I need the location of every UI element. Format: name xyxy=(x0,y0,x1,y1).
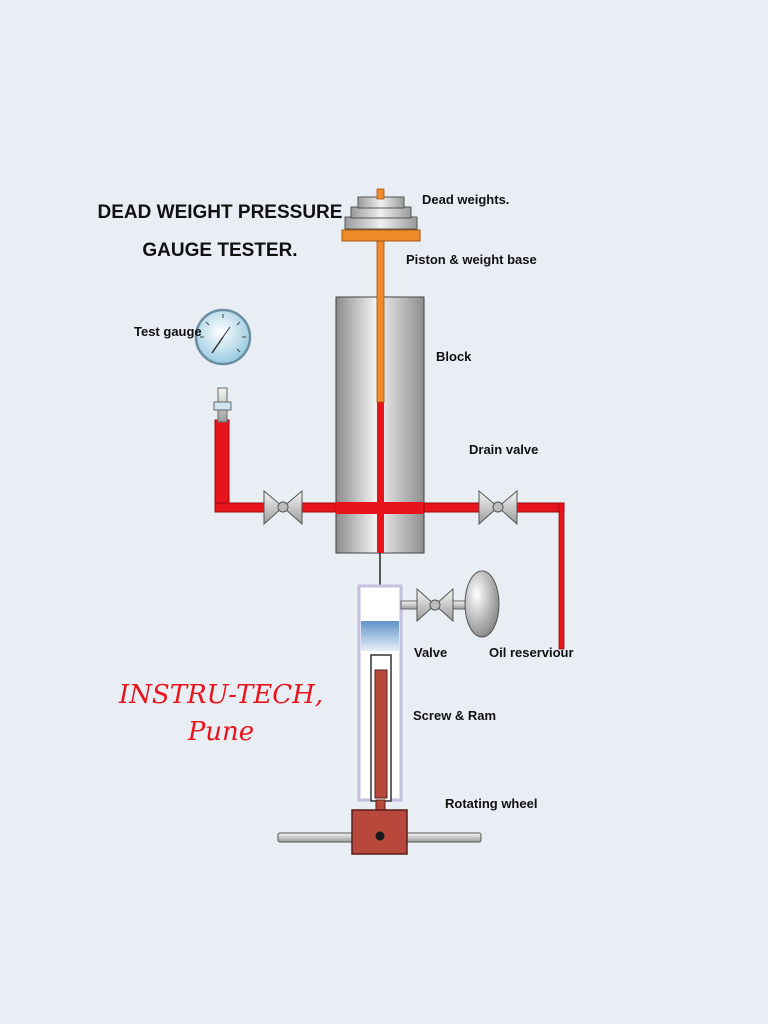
gauge-needle-icon xyxy=(211,336,224,354)
left-pipe xyxy=(214,419,341,513)
valve-icon xyxy=(416,587,454,623)
dead-weights xyxy=(344,188,418,230)
diagram-title-line-2: GAUGE TESTER. xyxy=(142,240,297,261)
oil-cylinder xyxy=(357,584,403,802)
screw-ram xyxy=(370,654,392,813)
drain-valve-icon xyxy=(478,489,518,526)
label-piston-base: Piston & weight base xyxy=(406,252,537,267)
brand-line-1: INSTRU-TECH, xyxy=(118,680,323,710)
rotating-wheel xyxy=(277,809,482,855)
brand-line-2: Pune xyxy=(187,717,254,747)
label-test-gauge: Test gauge xyxy=(134,324,202,339)
label-dead-weights: Dead weights. xyxy=(422,192,509,207)
piston-weight-base xyxy=(341,229,421,242)
label-rotating-wheel: Rotating wheel xyxy=(445,796,537,811)
label-screw-ram: Screw & Ram xyxy=(413,708,496,723)
label-block: Block xyxy=(436,349,472,364)
gauge-ticks-icon xyxy=(200,314,246,353)
test-gauge xyxy=(194,308,252,423)
label-valve: Valve xyxy=(414,645,447,660)
label-oil-reservoir: Oil reserviour xyxy=(489,645,574,660)
diagram-title-line-1: DEAD WEIGHT PRESSURE xyxy=(98,202,343,223)
oil-reservoir xyxy=(464,570,500,638)
left-valve-icon xyxy=(263,489,303,526)
piston-rod xyxy=(376,239,385,403)
label-drain-valve: Drain valve xyxy=(469,442,538,457)
